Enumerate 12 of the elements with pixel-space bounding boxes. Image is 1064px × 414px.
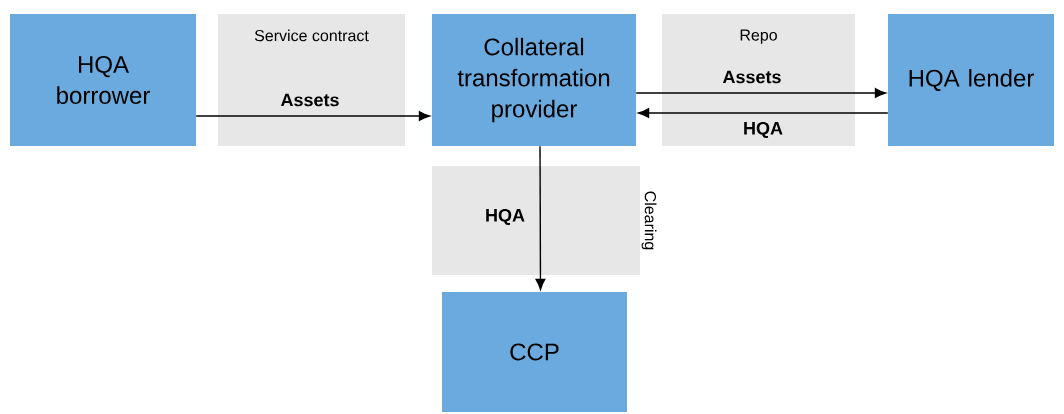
arrow xyxy=(635,88,886,98)
edge-label: Assets xyxy=(280,93,339,107)
edge-label: HQA xyxy=(744,121,783,139)
edge-label: Assets xyxy=(722,70,781,84)
arrow xyxy=(535,145,546,290)
entity-box: HQA lender xyxy=(888,14,1054,146)
entity-box: CCP xyxy=(442,292,627,412)
arrow xyxy=(195,111,430,121)
entity-box: HQA borrower xyxy=(10,14,196,146)
arrow xyxy=(638,108,889,118)
entity-box: Collateral transformation provider xyxy=(432,14,636,146)
edge-label: HQA xyxy=(486,208,525,226)
